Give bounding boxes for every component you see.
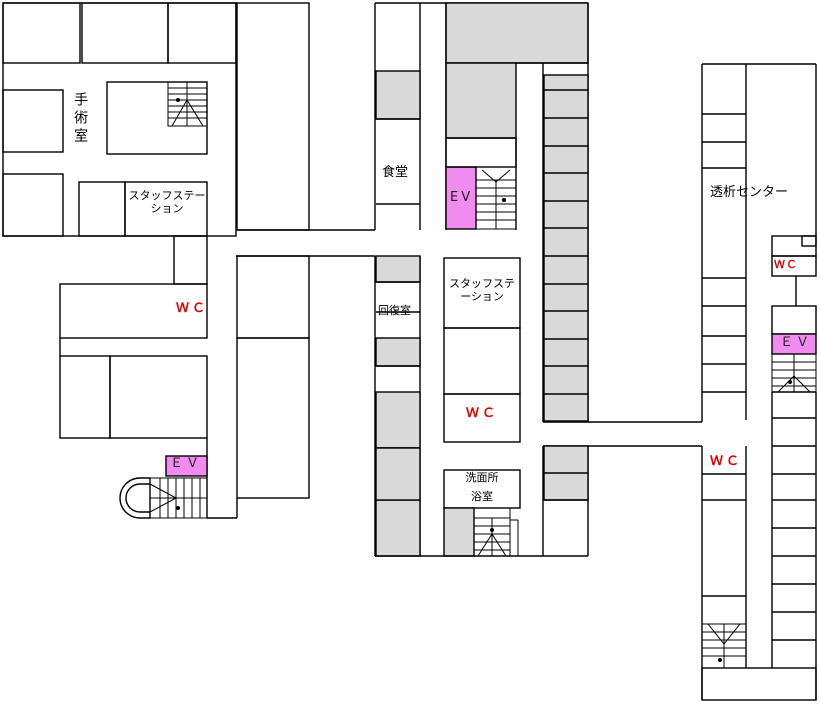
center-wing — [374, 2, 702, 557]
stair-center — [475, 166, 517, 230]
restroom-label-center: ＷＣ — [466, 406, 499, 421]
restroom-label-right-lower: ＷＣ — [710, 454, 743, 469]
elevator-label-center: EV — [450, 190, 474, 205]
room-label-dining: 食堂 — [382, 165, 409, 180]
elevator-label-left: ＥＶ — [170, 456, 203, 471]
room-label-surgery: 手術室 — [72, 92, 89, 146]
stair-left-top — [167, 81, 208, 127]
right-wing — [701, 63, 817, 701]
room-label-recovery: 回復室 — [378, 304, 411, 317]
room-label-dialysis-center: 透析センター — [710, 185, 789, 200]
restroom-label-left: ＷＣ — [176, 301, 209, 316]
stair-left-bottom — [149, 477, 208, 519]
restroom-label-right-upper: ＷＣ — [774, 258, 798, 271]
stair-right — [771, 353, 817, 393]
room-label-bathroom: 浴室 — [471, 490, 493, 503]
elevator-label-right: ＥＶ — [780, 335, 813, 350]
room-label-staff-station-center: スタッフステーション — [449, 277, 515, 303]
elevator-left — [165, 455, 208, 477]
stair-right-bottom — [701, 623, 747, 669]
room-label-staff-station-left: スタッフステーション — [128, 189, 206, 215]
left-wing — [2, 2, 375, 519]
stair-center-bottom — [473, 507, 519, 557]
staircases — [149, 81, 817, 669]
room-label-washroom: 洗面所 — [465, 471, 499, 484]
